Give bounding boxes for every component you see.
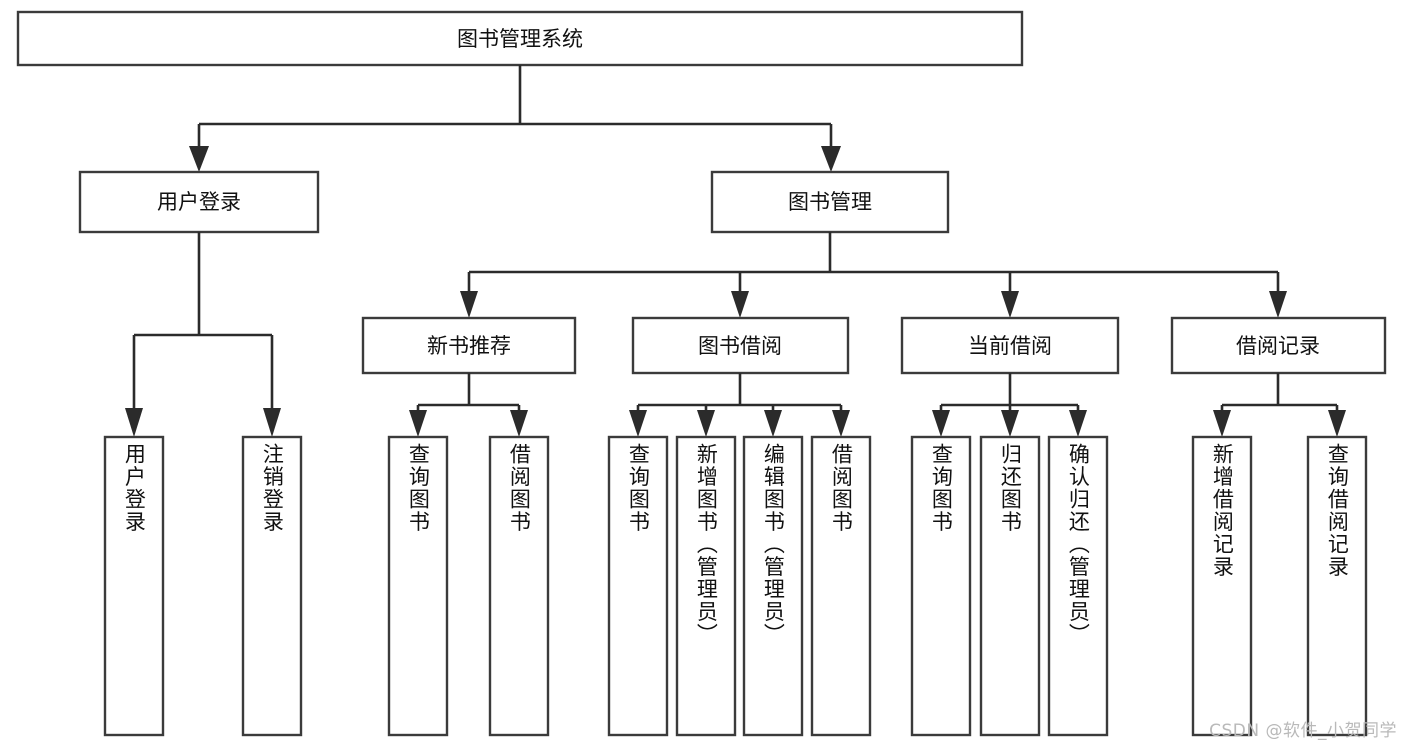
leaf-box-user-login-2[interactable] <box>241 435 303 737</box>
leaf-box-book-borrow-2[interactable] <box>675 435 737 737</box>
arrow-head-newbook-1 <box>409 410 427 437</box>
current-borrow-box[interactable] <box>900 316 1120 375</box>
arrow-head-bookborrow-1 <box>629 410 647 437</box>
arrow-head-currentborrow-2 <box>1001 410 1019 437</box>
arrow-head-newbook-2 <box>510 410 528 437</box>
borrow-record-label: 借阅记录 <box>1236 334 1320 358</box>
node-new-book-recommend[interactable]: 新书推荐 <box>361 316 577 375</box>
root-box[interactable] <box>16 10 1024 67</box>
arrow-head-userlogin-2 <box>263 408 281 437</box>
arrow-head-bookborrow-3 <box>764 410 782 437</box>
arrow-head-level3-1 <box>460 291 478 318</box>
leaf-box-borrow-record-2[interactable] <box>1306 435 1368 737</box>
node-root-system[interactable]: 图书管理系统 <box>16 10 1024 67</box>
leaf-box-new-book-1[interactable] <box>387 435 449 737</box>
root-label: 图书管理系统 <box>457 27 583 51</box>
node-current-borrow[interactable]: 当前借阅 <box>900 316 1120 375</box>
new-book-recommend-box[interactable] <box>361 316 577 375</box>
arrow-head-currentborrow-3 <box>1069 410 1087 437</box>
node-book-management[interactable]: 图书管理 <box>710 170 950 234</box>
connector-root-to-level2 <box>189 65 841 172</box>
borrow-record-box[interactable] <box>1170 316 1387 375</box>
arrow-head-level3-2 <box>731 291 749 318</box>
leaf-box-book-borrow-3[interactable] <box>742 435 804 737</box>
leaf-box-current-borrow-3[interactable] <box>1047 435 1109 737</box>
leaf-box-book-borrow-1[interactable] <box>607 435 669 737</box>
current-borrow-label: 当前借阅 <box>968 334 1052 358</box>
arrow-head-bookborrow-2 <box>697 410 715 437</box>
connector-userlogin-to-leaves <box>125 232 281 437</box>
book-management-box[interactable] <box>710 170 950 234</box>
connector-bookborrow-to-leaves <box>629 373 850 437</box>
leaf-box-borrow-record-1[interactable] <box>1191 435 1253 737</box>
arrow-head-level3-3 <box>1001 291 1019 318</box>
arrow-head-level2-2 <box>821 146 841 172</box>
leaf-box-new-book-2[interactable] <box>488 435 550 737</box>
arrow-head-borrowrecord-2 <box>1328 410 1346 437</box>
user-login-label: 用户登录 <box>157 190 241 214</box>
node-borrow-record[interactable]: 借阅记录 <box>1170 316 1387 375</box>
leaf-box-user-login-1[interactable] <box>103 435 165 737</box>
book-borrow-label: 图书借阅 <box>698 334 782 358</box>
new-book-recommend-label: 新书推荐 <box>427 334 511 358</box>
arrow-head-level3-4 <box>1269 291 1287 318</box>
arrow-head-currentborrow-1 <box>932 410 950 437</box>
leaf-box-current-borrow-2[interactable] <box>979 435 1041 737</box>
arrow-head-userlogin-1 <box>125 408 143 437</box>
csdn-watermark: CSDN @软件_小贺同学 <box>1209 721 1397 741</box>
leaf-box-current-borrow-1[interactable] <box>910 435 972 737</box>
book-borrow-box[interactable] <box>631 316 850 375</box>
node-user-login[interactable]: 用户登录 <box>78 170 320 234</box>
arrow-head-bookborrow-4 <box>832 410 850 437</box>
arrow-head-borrowrecord-1 <box>1213 410 1231 437</box>
arrow-head-level2-1 <box>189 146 209 172</box>
connector-bookmgmt-to-level3 <box>460 232 1287 318</box>
book-management-label: 图书管理 <box>788 190 872 214</box>
connector-borrowrecord-to-leaves <box>1213 373 1346 437</box>
connector-currentborrow-to-leaves <box>932 373 1087 437</box>
leaf-box-book-borrow-4[interactable] <box>810 435 872 737</box>
node-book-borrow[interactable]: 图书借阅 <box>631 316 850 375</box>
connector-newbook-to-leaves <box>409 373 528 437</box>
